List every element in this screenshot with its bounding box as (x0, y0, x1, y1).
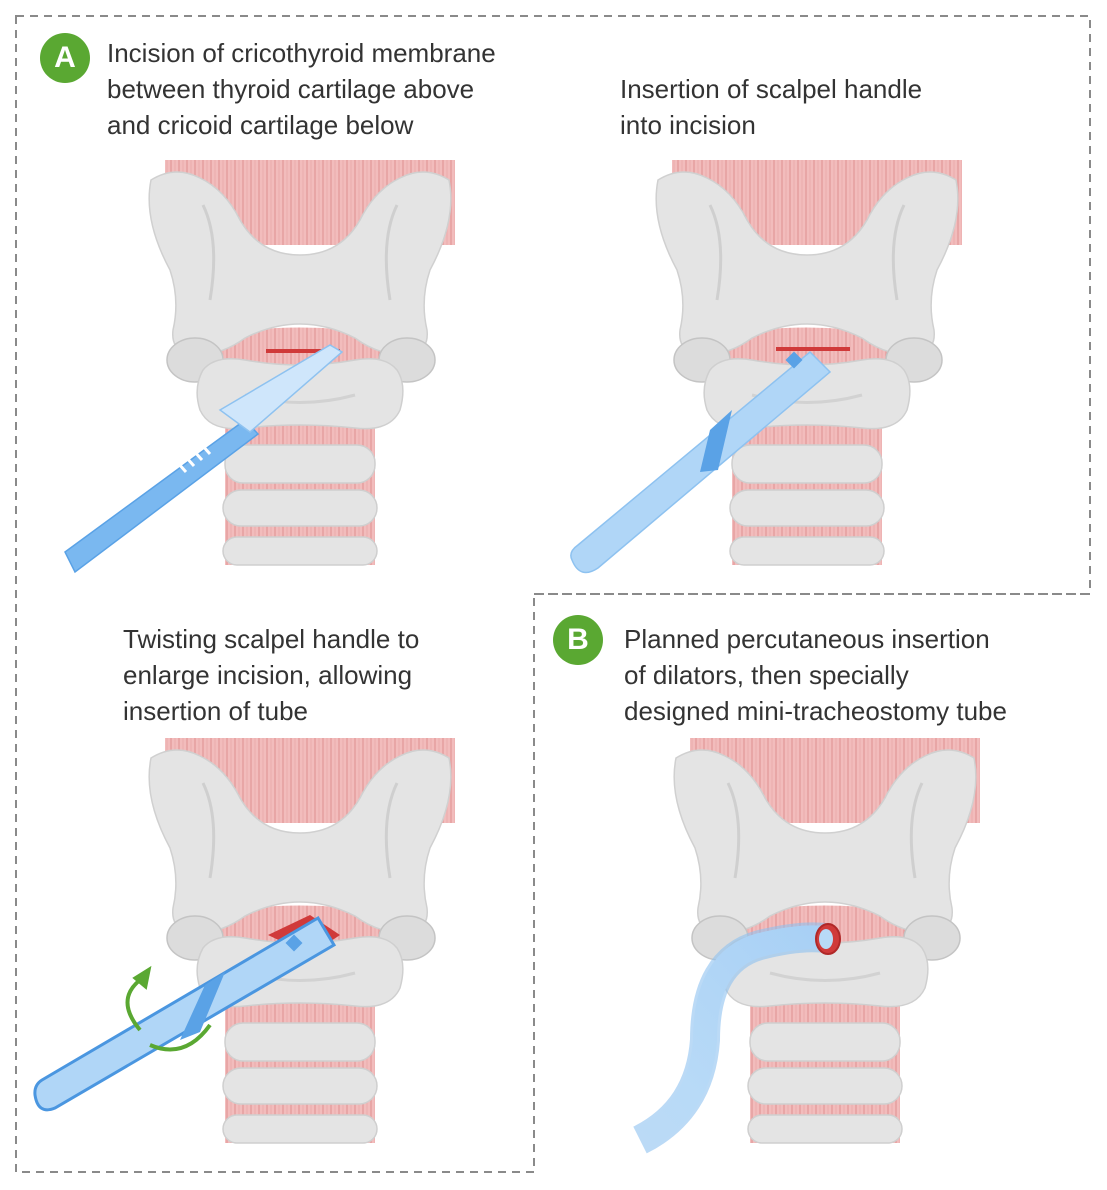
caption-line: Planned percutaneous insertion (624, 624, 990, 654)
section-a-badge: A (40, 33, 90, 83)
section-a-border (15, 15, 1091, 1173)
panel-4-caption: Planned percutaneous insertion of dilato… (624, 621, 1007, 729)
scalpel-handle-twisted (33, 915, 337, 1112)
caption-line: Insertion of scalpel handle (620, 74, 923, 104)
caption-line: Incision of cricothyroid membrane (107, 38, 496, 68)
caption-line: insertion of tube (123, 696, 309, 726)
caption-line: into incision (620, 110, 756, 140)
panel-3-caption: Twisting scalpel handle to enlarge incis… (123, 621, 419, 729)
scalpel-blade (64, 344, 344, 574)
caption-line: designed mini-tracheostomy tube (624, 696, 1007, 726)
panel-1-caption: Incision of cricothyroid membrane betwee… (107, 35, 496, 143)
mini-tracheostomy-tube (632, 922, 841, 1154)
caption-line: of dilators, then specially (624, 660, 909, 690)
twist-arrow-icon (125, 965, 212, 1052)
caption-line: and cricoid cartilage below (107, 110, 414, 140)
caption-line: between thyroid cartilage above (107, 74, 475, 104)
section-b-badge: B (553, 615, 603, 665)
caption-line: enlarge incision, allowing (123, 660, 413, 690)
caption-line: Twisting scalpel handle to (123, 624, 420, 654)
panel-2-caption: Insertion of scalpel handle into incisio… (620, 71, 922, 143)
scalpel-handle-inserted (570, 350, 832, 574)
